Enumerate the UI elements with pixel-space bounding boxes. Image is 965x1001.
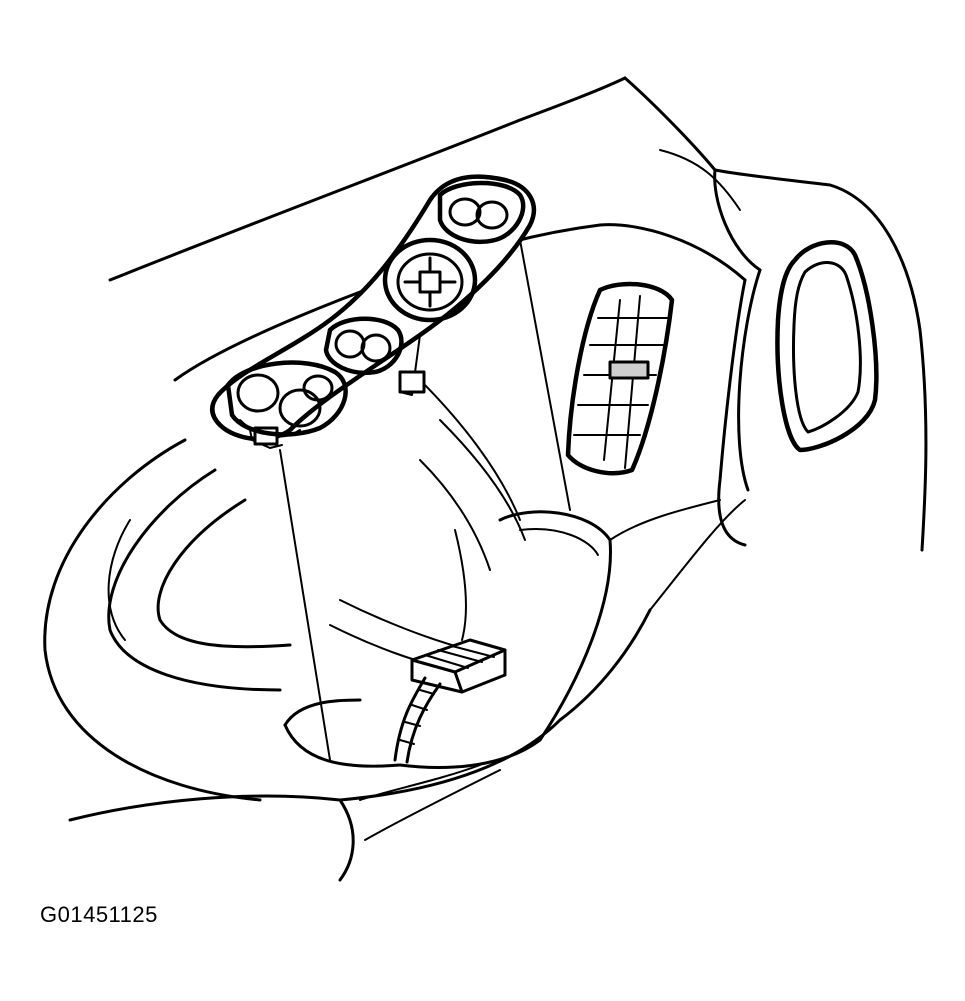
armrest-contour: [43, 379, 526, 802]
door-trim-outline: [108, 76, 928, 552]
switch-cavity-lock: [382, 237, 478, 323]
switch-cavity-rear: [323, 316, 404, 376]
switch-pocket-recess: [283, 510, 612, 769]
harness-connector: [410, 638, 507, 694]
harness-wire: [393, 676, 442, 764]
lower-door-contour: [68, 499, 746, 882]
side-vent: [775, 240, 879, 453]
switch-cavity-driver: [225, 360, 348, 437]
door-lock-switch-bezel: [565, 281, 675, 476]
window-switch-assembly: [210, 174, 537, 449]
switch-cavity-front-right: [437, 180, 526, 244]
installation-guide-lines: [279, 239, 571, 761]
figure-id-label: G01451125: [40, 902, 158, 927]
